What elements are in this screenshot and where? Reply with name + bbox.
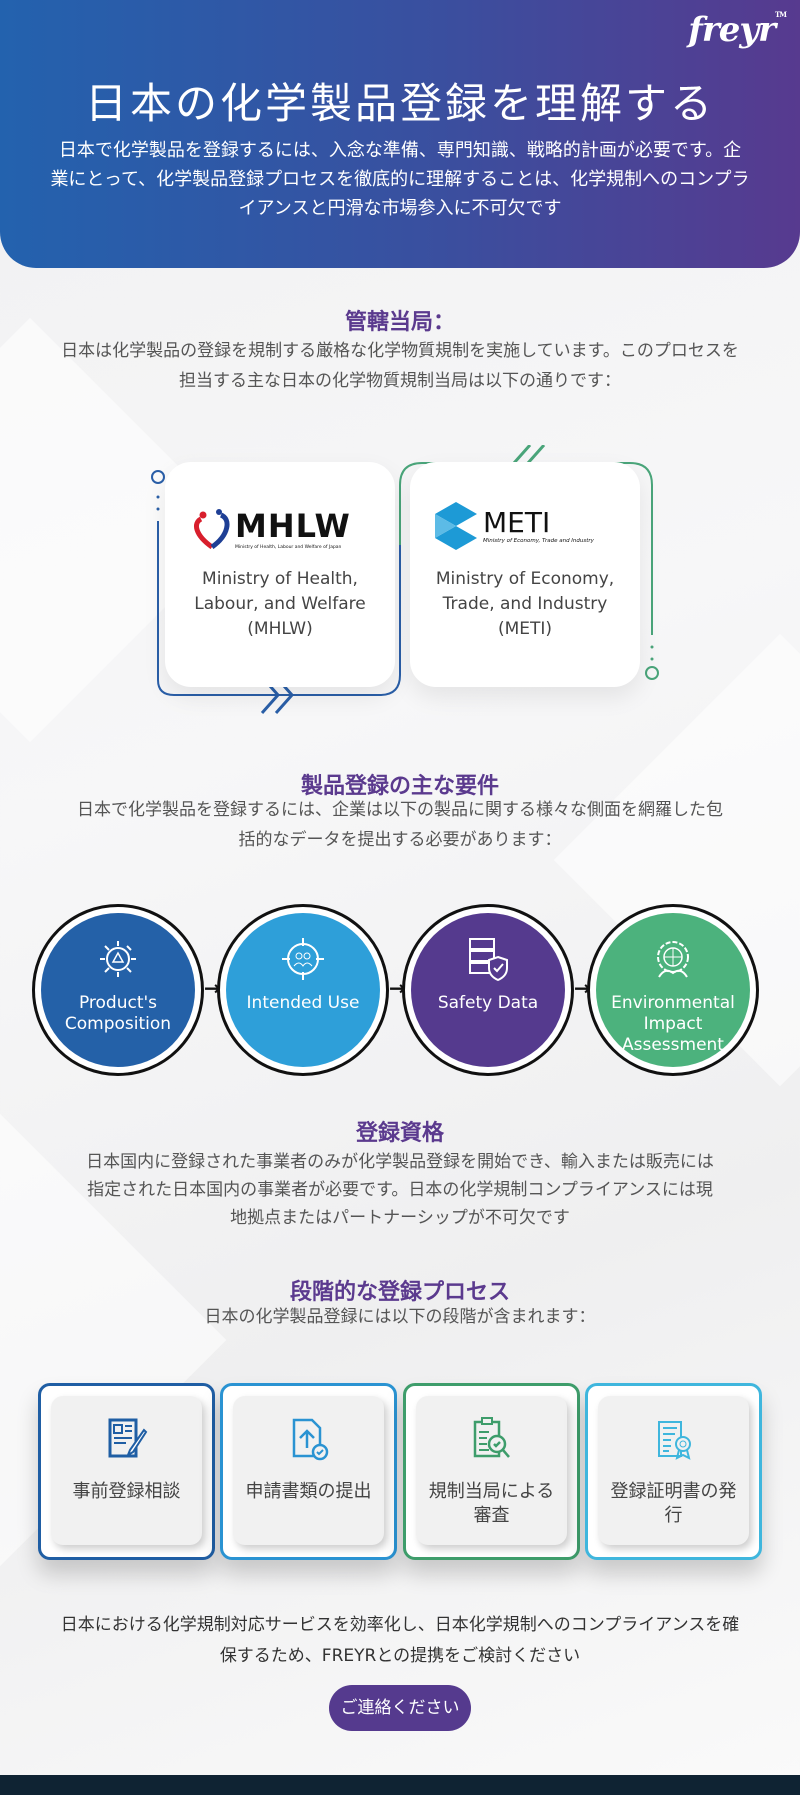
process-step-1: 事前登録相談: [38, 1383, 215, 1560]
process-step-3: 規制当局による審査: [403, 1383, 580, 1560]
mhlw-logo-subtext: Ministry of Health, Labour and Welfare o…: [235, 545, 342, 550]
eligibility-title: 登録資格: [355, 1121, 444, 1146]
arrow-right-icon: →: [204, 976, 221, 1000]
requirement-1: Product's Composition: [32, 904, 204, 1076]
meti-logo-text: METI: [483, 506, 551, 539]
authorities-title: 管轄当局：: [344, 310, 455, 335]
step-label: 登録証明書の発行: [610, 1481, 737, 1526]
mhlw-logo-text: MHLW: [235, 507, 351, 545]
meti-logo-subtext: Ministry of Economy, Trade and Industry: [483, 538, 594, 544]
requirements-description: 日本で化学製品を登録するには、企業は以下の製品に関する様々な側面を網羅した包括的…: [77, 800, 723, 850]
process-title: 段階的な登録プロセス: [289, 1280, 510, 1305]
arrow-right-icon: →: [574, 976, 591, 1000]
requirement-label: Environmental Impact Assessment: [611, 993, 735, 1055]
process-description: 日本の化学製品登録には以下の段階が含まれます：: [204, 1307, 596, 1327]
mhlw-emblem-icon: [194, 509, 230, 549]
requirement-label: Intended Use: [246, 993, 360, 1013]
server-shield-icon: [469, 938, 508, 982]
meti-name: Ministry of Economy, Trade, and Industry…: [435, 569, 615, 639]
meti-emblem-icon: [435, 502, 477, 550]
cta-text: 日本における化学規制対応サービスを効率化し、日本化学規制へのコンプライアンスを確…: [60, 1615, 740, 1666]
document-upload-icon: [292, 1418, 328, 1461]
contact-us-button[interactable]: ご連絡ください: [329, 1685, 471, 1731]
process-step-4: 登録証明書の発行: [585, 1383, 762, 1560]
certificate-icon: [657, 1421, 691, 1460]
process-step-2: 申請書類の提出: [220, 1383, 397, 1560]
authority-card-meti: METI Ministry of Economy, Trade and Indu…: [410, 462, 640, 687]
logo-text: freyr: [688, 10, 776, 50]
requirement-label: Safety Data: [437, 993, 539, 1013]
requirement-label: Product's Composition: [64, 993, 172, 1034]
hero-header: freyrTM 日本の化学製品登録を理解する 日本で化学製品を登録するには、入念…: [0, 0, 800, 268]
gear-globe-leaf-icon: [657, 941, 689, 978]
meti-logo: METI Ministry of Economy, Trade and Indu…: [435, 502, 625, 552]
clipboard-search-icon: [473, 1417, 510, 1458]
footer-bar: [0, 1775, 800, 1795]
freyr-logo[interactable]: freyrTM: [688, 10, 787, 50]
eligibility-description: 日本国内に登録された事業者のみが化学製品登録を開始でき、輸入または販売には指定さ…: [86, 1152, 714, 1228]
mhlw-logo: MHLW Ministry of Health, Labour and Welf…: [193, 507, 373, 557]
arrow-right-icon: →: [389, 976, 406, 1000]
trademark: TM: [775, 10, 787, 19]
gear-network-icon: [100, 941, 136, 977]
authorities-description: 日本は化学製品の登録を規制する厳格な化学物質規制を実施しています。このプロセスを…: [61, 341, 739, 391]
requirement-3: Safety Data: [402, 904, 574, 1076]
step-label: 事前登録相談: [72, 1481, 181, 1502]
document-sign-icon: [108, 1418, 147, 1458]
step-label: 申請書類の提出: [245, 1481, 372, 1502]
intro-text: 日本で化学製品を登録するには、入念な準備、専門知識、戦略的計画が必要です。企業に…: [50, 140, 750, 219]
step-label: 規制当局による審査: [428, 1481, 555, 1526]
mhlw-name: Ministry of Health, Labour, and Welfare …: [194, 569, 366, 639]
authority-card-mhlw: MHLW Ministry of Health, Labour and Welf…: [165, 462, 395, 687]
target-people-icon: [282, 938, 324, 980]
page-title: 日本の化学製品登録を理解する: [84, 79, 715, 128]
requirement-2: Intended Use: [217, 904, 389, 1076]
requirement-4: Environmental Impact Assessment: [587, 904, 759, 1076]
requirements-title: 製品登録の主な要件: [300, 774, 499, 799]
